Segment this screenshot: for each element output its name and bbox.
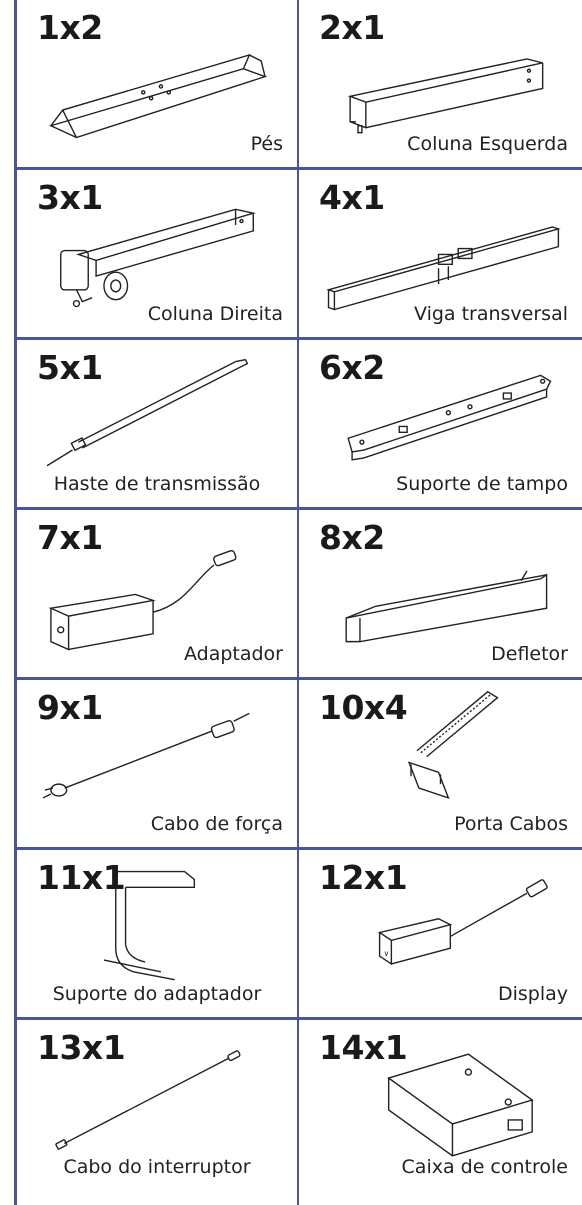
cable-holder-icon	[299, 680, 582, 847]
adapter-bracket-icon	[17, 850, 297, 1017]
adapter-icon	[17, 510, 297, 677]
part-name: Porta Cabos	[454, 813, 568, 835]
part-name: Viga transversal	[413, 303, 568, 325]
part-quantity: 12x1	[319, 858, 408, 897]
part-name: Defletor	[491, 643, 568, 665]
right-column-icon	[17, 170, 297, 337]
part-name: Cabo do interruptor	[63, 1156, 251, 1178]
part-name: Coluna Direita	[147, 303, 283, 325]
svg-text:∨: ∨	[384, 949, 390, 958]
part-name: Coluna Esquerda	[407, 133, 568, 155]
part-cell-9: 9x1 Cabo de força	[14, 680, 298, 850]
part-name: Display	[497, 983, 568, 1005]
part-quantity: 1x2	[37, 8, 103, 47]
part-name: Pés	[250, 133, 283, 155]
display-icon: ∨	[299, 850, 582, 1017]
part-cell-1: 1x2 Pés	[14, 0, 298, 170]
part-quantity: 13x1	[37, 1028, 126, 1067]
part-quantity: 8x2	[319, 518, 385, 557]
foot-icon	[17, 0, 297, 167]
part-cell-4: 4x1 Viga transversal	[298, 170, 582, 340]
part-cell-3: 3x1 Coluna Direita	[14, 170, 298, 340]
crossbeam-icon	[299, 170, 582, 337]
part-name: Suporte de tampo	[396, 473, 568, 495]
part-quantity: 9x1	[37, 688, 103, 727]
transmission-rod-icon	[17, 340, 297, 507]
part-cell-7: 7x1 Adaptador	[14, 510, 298, 680]
parts-grid: 1x2 Pés 2x1 Coluna Esquerda	[14, 0, 582, 1205]
deflector-icon	[299, 510, 582, 677]
part-name: Caixa de controle	[401, 1156, 568, 1178]
part-cell-12: ∨ 12x1 Display	[298, 850, 582, 1020]
left-column-icon	[299, 0, 582, 167]
part-quantity: 3x1	[37, 178, 103, 217]
grid-tail-right	[298, 1190, 582, 1205]
part-quantity: 5x1	[37, 348, 103, 387]
part-cell-11: 11x1 Suporte do adaptador	[14, 850, 298, 1020]
control-box-icon	[299, 1020, 582, 1190]
part-name: Haste de transmissão	[53, 473, 261, 495]
part-quantity: 14x1	[319, 1028, 408, 1067]
part-cell-13: 13x1 Cabo do interruptor	[14, 1020, 298, 1190]
part-quantity: 4x1	[319, 178, 385, 217]
part-name: Adaptador	[183, 643, 283, 665]
part-name: Suporte do adaptador	[52, 983, 262, 1005]
part-quantity: 10x4	[319, 688, 408, 727]
grid-tail-left	[14, 1190, 298, 1205]
switch-cable-icon	[17, 1020, 297, 1190]
part-quantity: 6x2	[319, 348, 385, 387]
part-cell-5: 5x1 Haste de transmissão	[14, 340, 298, 510]
part-quantity: 2x1	[319, 8, 385, 47]
top-bracket-icon	[299, 340, 582, 507]
part-name: Cabo de força	[150, 813, 283, 835]
part-quantity: 7x1	[37, 518, 103, 557]
part-cell-2: 2x1 Coluna Esquerda	[298, 0, 582, 170]
part-cell-10: 10x4 Porta Cabos	[298, 680, 582, 850]
part-cell-14: 14x1 Caixa de controle	[298, 1020, 582, 1190]
part-cell-8: 8x2 Defletor	[298, 510, 582, 680]
power-cable-icon	[17, 680, 297, 847]
part-cell-6: 6x2 Suporte de tampo	[298, 340, 582, 510]
part-quantity: 11x1	[37, 858, 126, 897]
